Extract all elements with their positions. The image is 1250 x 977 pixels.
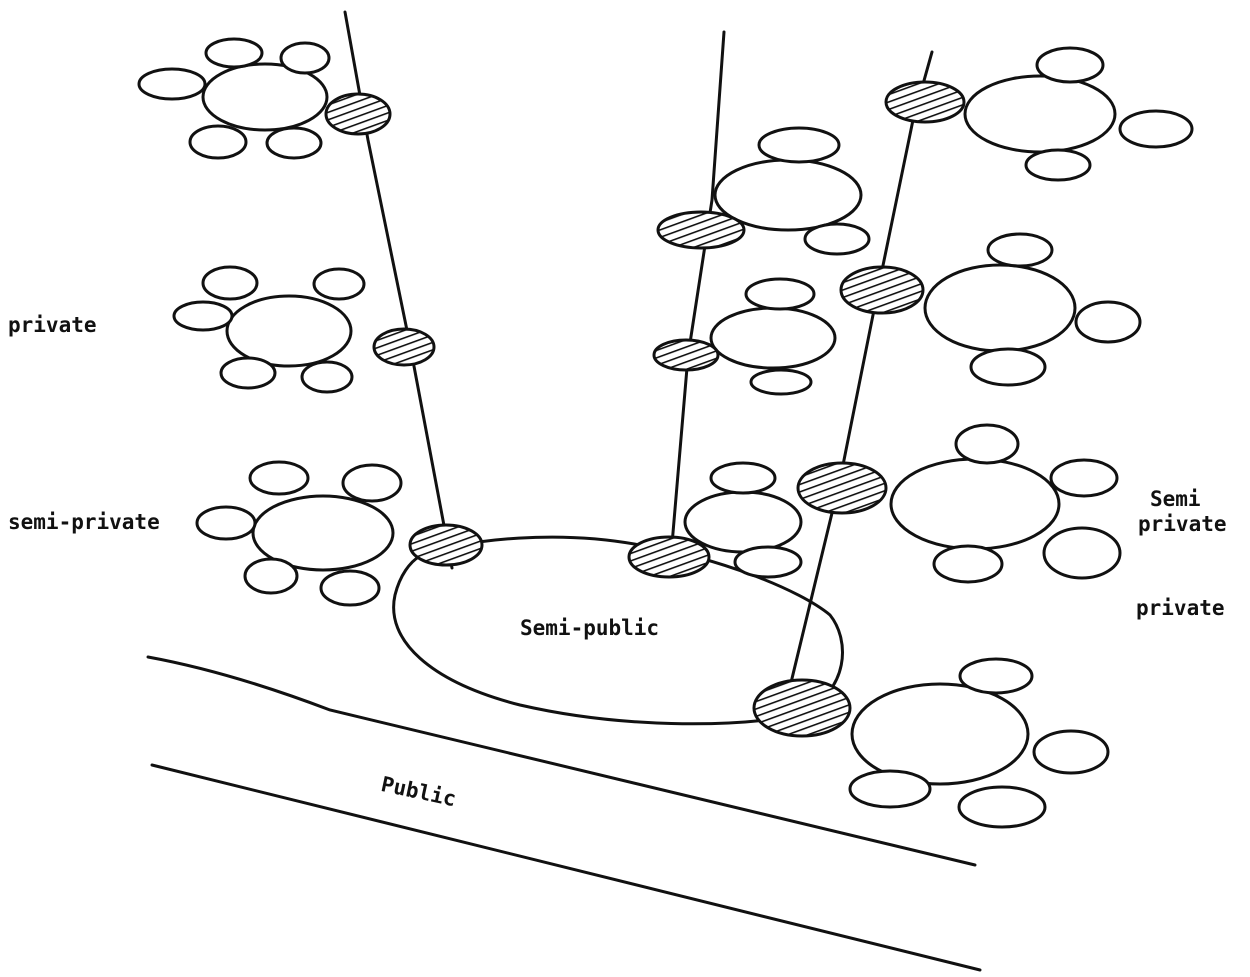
dwelling-cluster	[627, 461, 803, 579]
label-semi-private-right-line1: Semi	[1150, 487, 1201, 511]
dwelling-cluster	[752, 657, 1110, 829]
dwelling-cluster	[884, 46, 1194, 182]
label-semi-private-right-line2: private	[1138, 512, 1227, 536]
entry-transition	[324, 92, 392, 136]
dwelling-cluster	[137, 37, 392, 160]
label-private-left: private	[8, 313, 97, 337]
entry-transition	[627, 535, 711, 579]
entry-transition	[839, 265, 925, 315]
dwelling-cluster	[796, 423, 1122, 584]
dwelling-cluster	[839, 232, 1142, 387]
dwelling-cluster	[195, 460, 484, 607]
dwelling-cluster	[652, 277, 837, 396]
entry-transition	[656, 210, 746, 250]
dwelling-cluster	[656, 126, 871, 256]
entry-transition	[752, 678, 852, 738]
entry-transition	[796, 461, 888, 515]
label-private-right: private	[1136, 596, 1225, 620]
entry-transition	[652, 338, 720, 372]
entry-transition	[372, 327, 436, 367]
entry-transition	[884, 80, 966, 124]
label-semi-public: Semi-public	[520, 616, 660, 640]
label-semi-private-left: semi-private	[8, 510, 160, 534]
dwelling-cluster	[172, 265, 436, 394]
entry-transition	[408, 523, 484, 567]
public-street	[146, 655, 982, 972]
